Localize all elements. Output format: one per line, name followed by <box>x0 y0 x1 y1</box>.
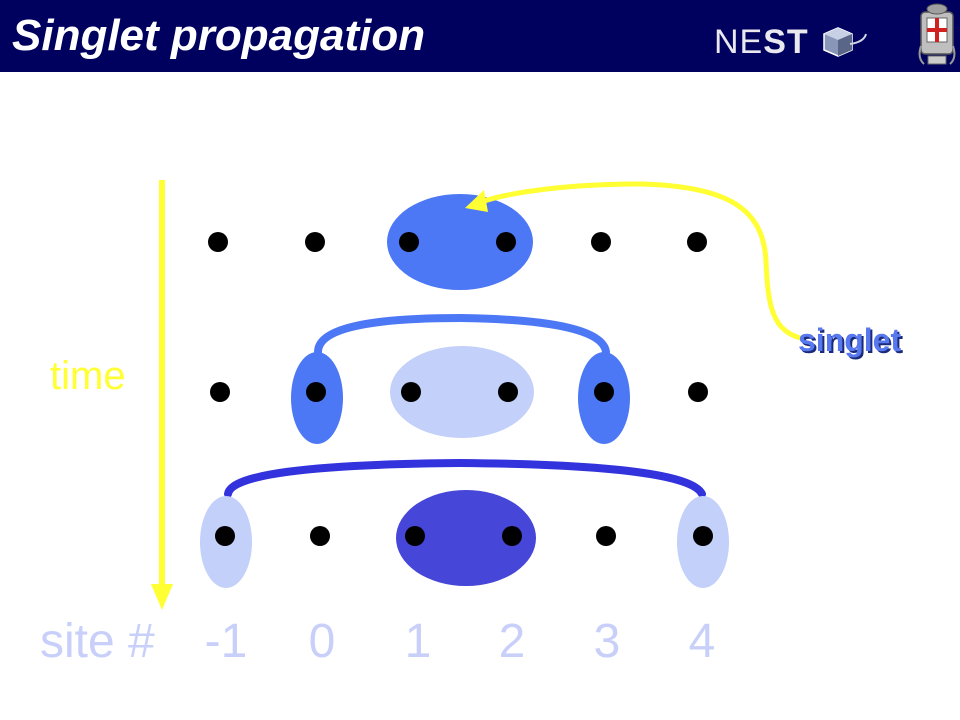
logo-text-bold: ST <box>763 23 809 61</box>
time-axis-arrowhead <box>151 584 173 610</box>
singlet-annotation: singlet <box>798 322 902 358</box>
site-number: 3 <box>593 615 621 668</box>
site-dot <box>693 526 713 546</box>
site-dot <box>401 382 421 402</box>
singlet-row3-center <box>396 490 536 586</box>
site-dot <box>310 526 330 546</box>
site-number: 0 <box>308 615 336 668</box>
site-dot <box>210 382 230 402</box>
site-dot <box>305 232 325 252</box>
site-number: 2 <box>498 615 526 668</box>
site-dot <box>405 526 425 546</box>
site-dot <box>591 232 611 252</box>
bond-arc-row2 <box>314 313 610 356</box>
singlet-pointer-arrow <box>475 181 801 341</box>
time-axis-label: time <box>50 354 126 398</box>
bond-arc-row3 <box>224 458 706 498</box>
site-dot <box>496 232 516 252</box>
site-dot <box>594 382 614 402</box>
nest-logo: NEST <box>714 22 809 62</box>
logo-text-thin: NE <box>714 23 764 61</box>
site-axis-label: site # <box>40 615 155 668</box>
site-number: 4 <box>688 615 716 668</box>
site-number: -1 <box>204 615 248 668</box>
singlet-row1-center <box>387 194 533 290</box>
page-title: Singlet propagation <box>12 11 426 60</box>
singlet-pointer-arrowhead <box>465 190 488 212</box>
site-dot <box>596 526 616 546</box>
singlet-row2-center <box>390 346 534 438</box>
header-bar: Singlet propagation NEST <box>0 0 960 72</box>
site-dot <box>399 232 419 252</box>
nest-cube-icon <box>823 27 867 57</box>
site-dot <box>215 526 235 546</box>
site-dot <box>502 526 522 546</box>
site-dot <box>687 232 707 252</box>
university-crest-icon <box>918 3 956 65</box>
site-number: 1 <box>404 615 432 668</box>
site-dot <box>498 382 518 402</box>
site-dot <box>688 382 708 402</box>
site-dot <box>208 232 228 252</box>
site-dot <box>306 382 326 402</box>
